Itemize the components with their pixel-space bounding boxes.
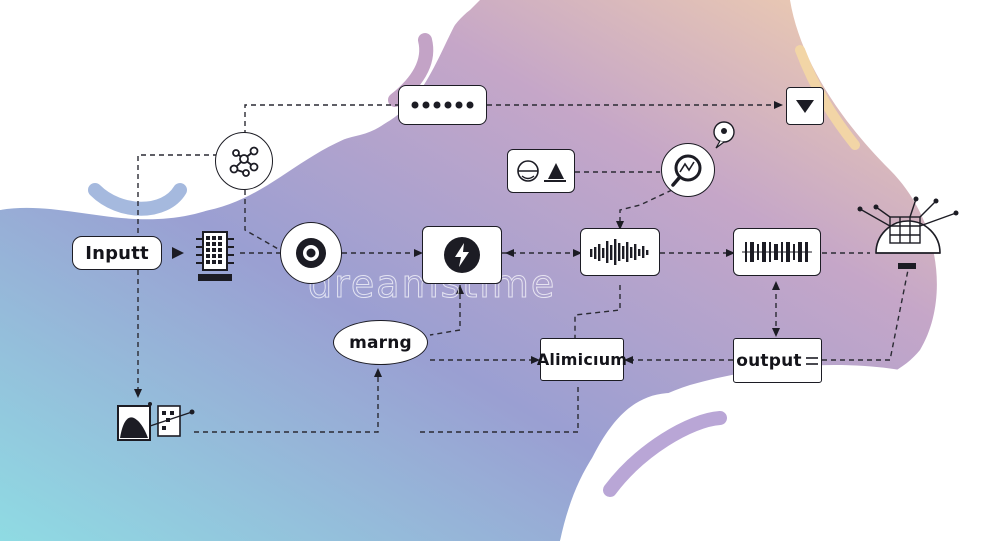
waveform-icon bbox=[590, 239, 649, 265]
chart-icon[interactable] bbox=[116, 396, 198, 444]
input-label: Inputt bbox=[85, 242, 149, 264]
neural-globe-icon[interactable] bbox=[856, 193, 960, 273]
deco-arc-blue bbox=[88, 183, 187, 216]
password-icon bbox=[411, 101, 473, 109]
connector-lines bbox=[137, 104, 909, 433]
white-blob-top bbox=[0, 0, 470, 215]
output-node[interactable]: output bbox=[733, 338, 822, 383]
barcode-icon bbox=[742, 242, 812, 262]
balance-node[interactable] bbox=[507, 149, 575, 193]
search-icon bbox=[671, 154, 702, 187]
dropdown-node[interactable] bbox=[786, 87, 824, 125]
cpu-chip-icon bbox=[192, 228, 238, 284]
alimicium-node[interactable]: Alimicıum bbox=[536, 338, 628, 381]
alimicium-label: Alimicıum bbox=[536, 350, 628, 369]
marng-node[interactable]: marng bbox=[333, 320, 428, 365]
password-node[interactable] bbox=[398, 85, 487, 125]
white-blob-bottom bbox=[560, 360, 992, 541]
arrow-heads bbox=[134, 101, 783, 398]
location-pin-icon bbox=[710, 120, 738, 150]
triangle-icon bbox=[517, 160, 566, 182]
target-icon bbox=[296, 238, 326, 268]
search-node[interactable] bbox=[661, 143, 715, 197]
deco-arc-peach bbox=[795, 45, 860, 150]
output-label: output bbox=[736, 350, 802, 371]
lightning-node[interactable] bbox=[422, 226, 502, 284]
target-node[interactable] bbox=[280, 222, 342, 284]
waveform-node[interactable] bbox=[580, 228, 660, 276]
dropdown-arrow-icon bbox=[796, 100, 814, 113]
input-node[interactable]: Inputt bbox=[72, 236, 162, 270]
barcode-node[interactable] bbox=[733, 228, 821, 276]
marng-label: marng bbox=[349, 332, 412, 353]
network-node[interactable] bbox=[215, 132, 273, 190]
deco-arc-lilac bbox=[603, 411, 727, 497]
network-icon bbox=[229, 146, 259, 177]
menu-lines-icon bbox=[805, 356, 818, 365]
lightning-icon bbox=[444, 237, 480, 273]
